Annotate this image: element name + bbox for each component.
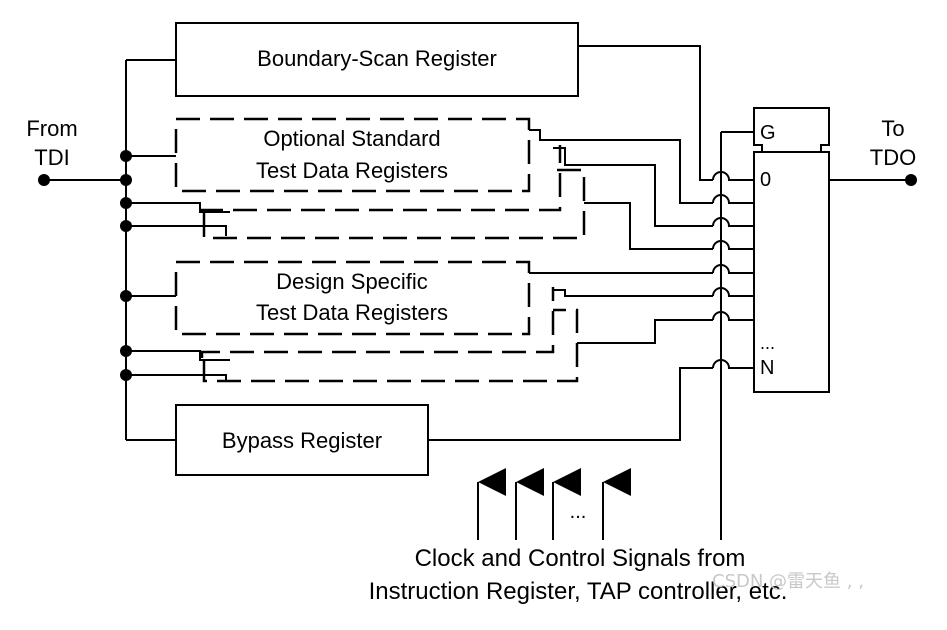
to-tdo-label-line1: To xyxy=(881,116,904,141)
tdi-input: From TDI xyxy=(26,116,126,186)
design-specific-tap-lines xyxy=(126,295,230,381)
optional-standard-label-line2: Test Data Registers xyxy=(256,158,448,183)
boundary-scan-register: Boundary-Scan Register xyxy=(175,22,579,97)
bypass-register-label: Bypass Register xyxy=(222,428,382,453)
csdn-watermark: CSDN @雷天鱼 , , xyxy=(712,571,864,592)
from-tdi-label-line1: From xyxy=(26,116,77,141)
mux-body xyxy=(753,151,830,393)
mux-g-label: G xyxy=(760,122,776,144)
bypass-register: Bypass Register xyxy=(175,404,429,476)
from-tdi-label-line2: TDI xyxy=(34,145,69,170)
optional-standard-tap-lines xyxy=(126,155,230,236)
mux-dots-label: ... xyxy=(760,333,775,353)
control-arrows-ellipsis: ... xyxy=(570,501,587,523)
to-tdo-label-line2: TDO xyxy=(870,145,916,170)
tdo-output: To TDO xyxy=(829,116,917,186)
design-specific-label-line2: Test Data Registers xyxy=(256,300,448,325)
bus-junction-dot xyxy=(120,174,132,186)
mux-gate-tab xyxy=(753,107,830,153)
mux-input-0-label: 0 xyxy=(760,169,771,191)
tdi-bus xyxy=(120,59,176,441)
register-output-wires xyxy=(428,45,754,441)
output-multiplexer: G 0 ... N xyxy=(753,107,830,393)
optional-standard-label-line1: Optional Standard xyxy=(263,126,440,151)
boundary-scan-register-label: Boundary-Scan Register xyxy=(257,46,497,71)
mux-input-n-label: N xyxy=(760,357,774,379)
caption-line1: Clock and Control Signals from xyxy=(415,545,746,572)
tdo-terminal xyxy=(905,174,917,186)
caption-line2: Instruction Register, TAP controller, et… xyxy=(369,578,788,605)
select-control-line xyxy=(720,131,754,540)
control-signal-arrows xyxy=(477,468,631,540)
design-specific-label-line1: Design Specific xyxy=(276,269,428,294)
